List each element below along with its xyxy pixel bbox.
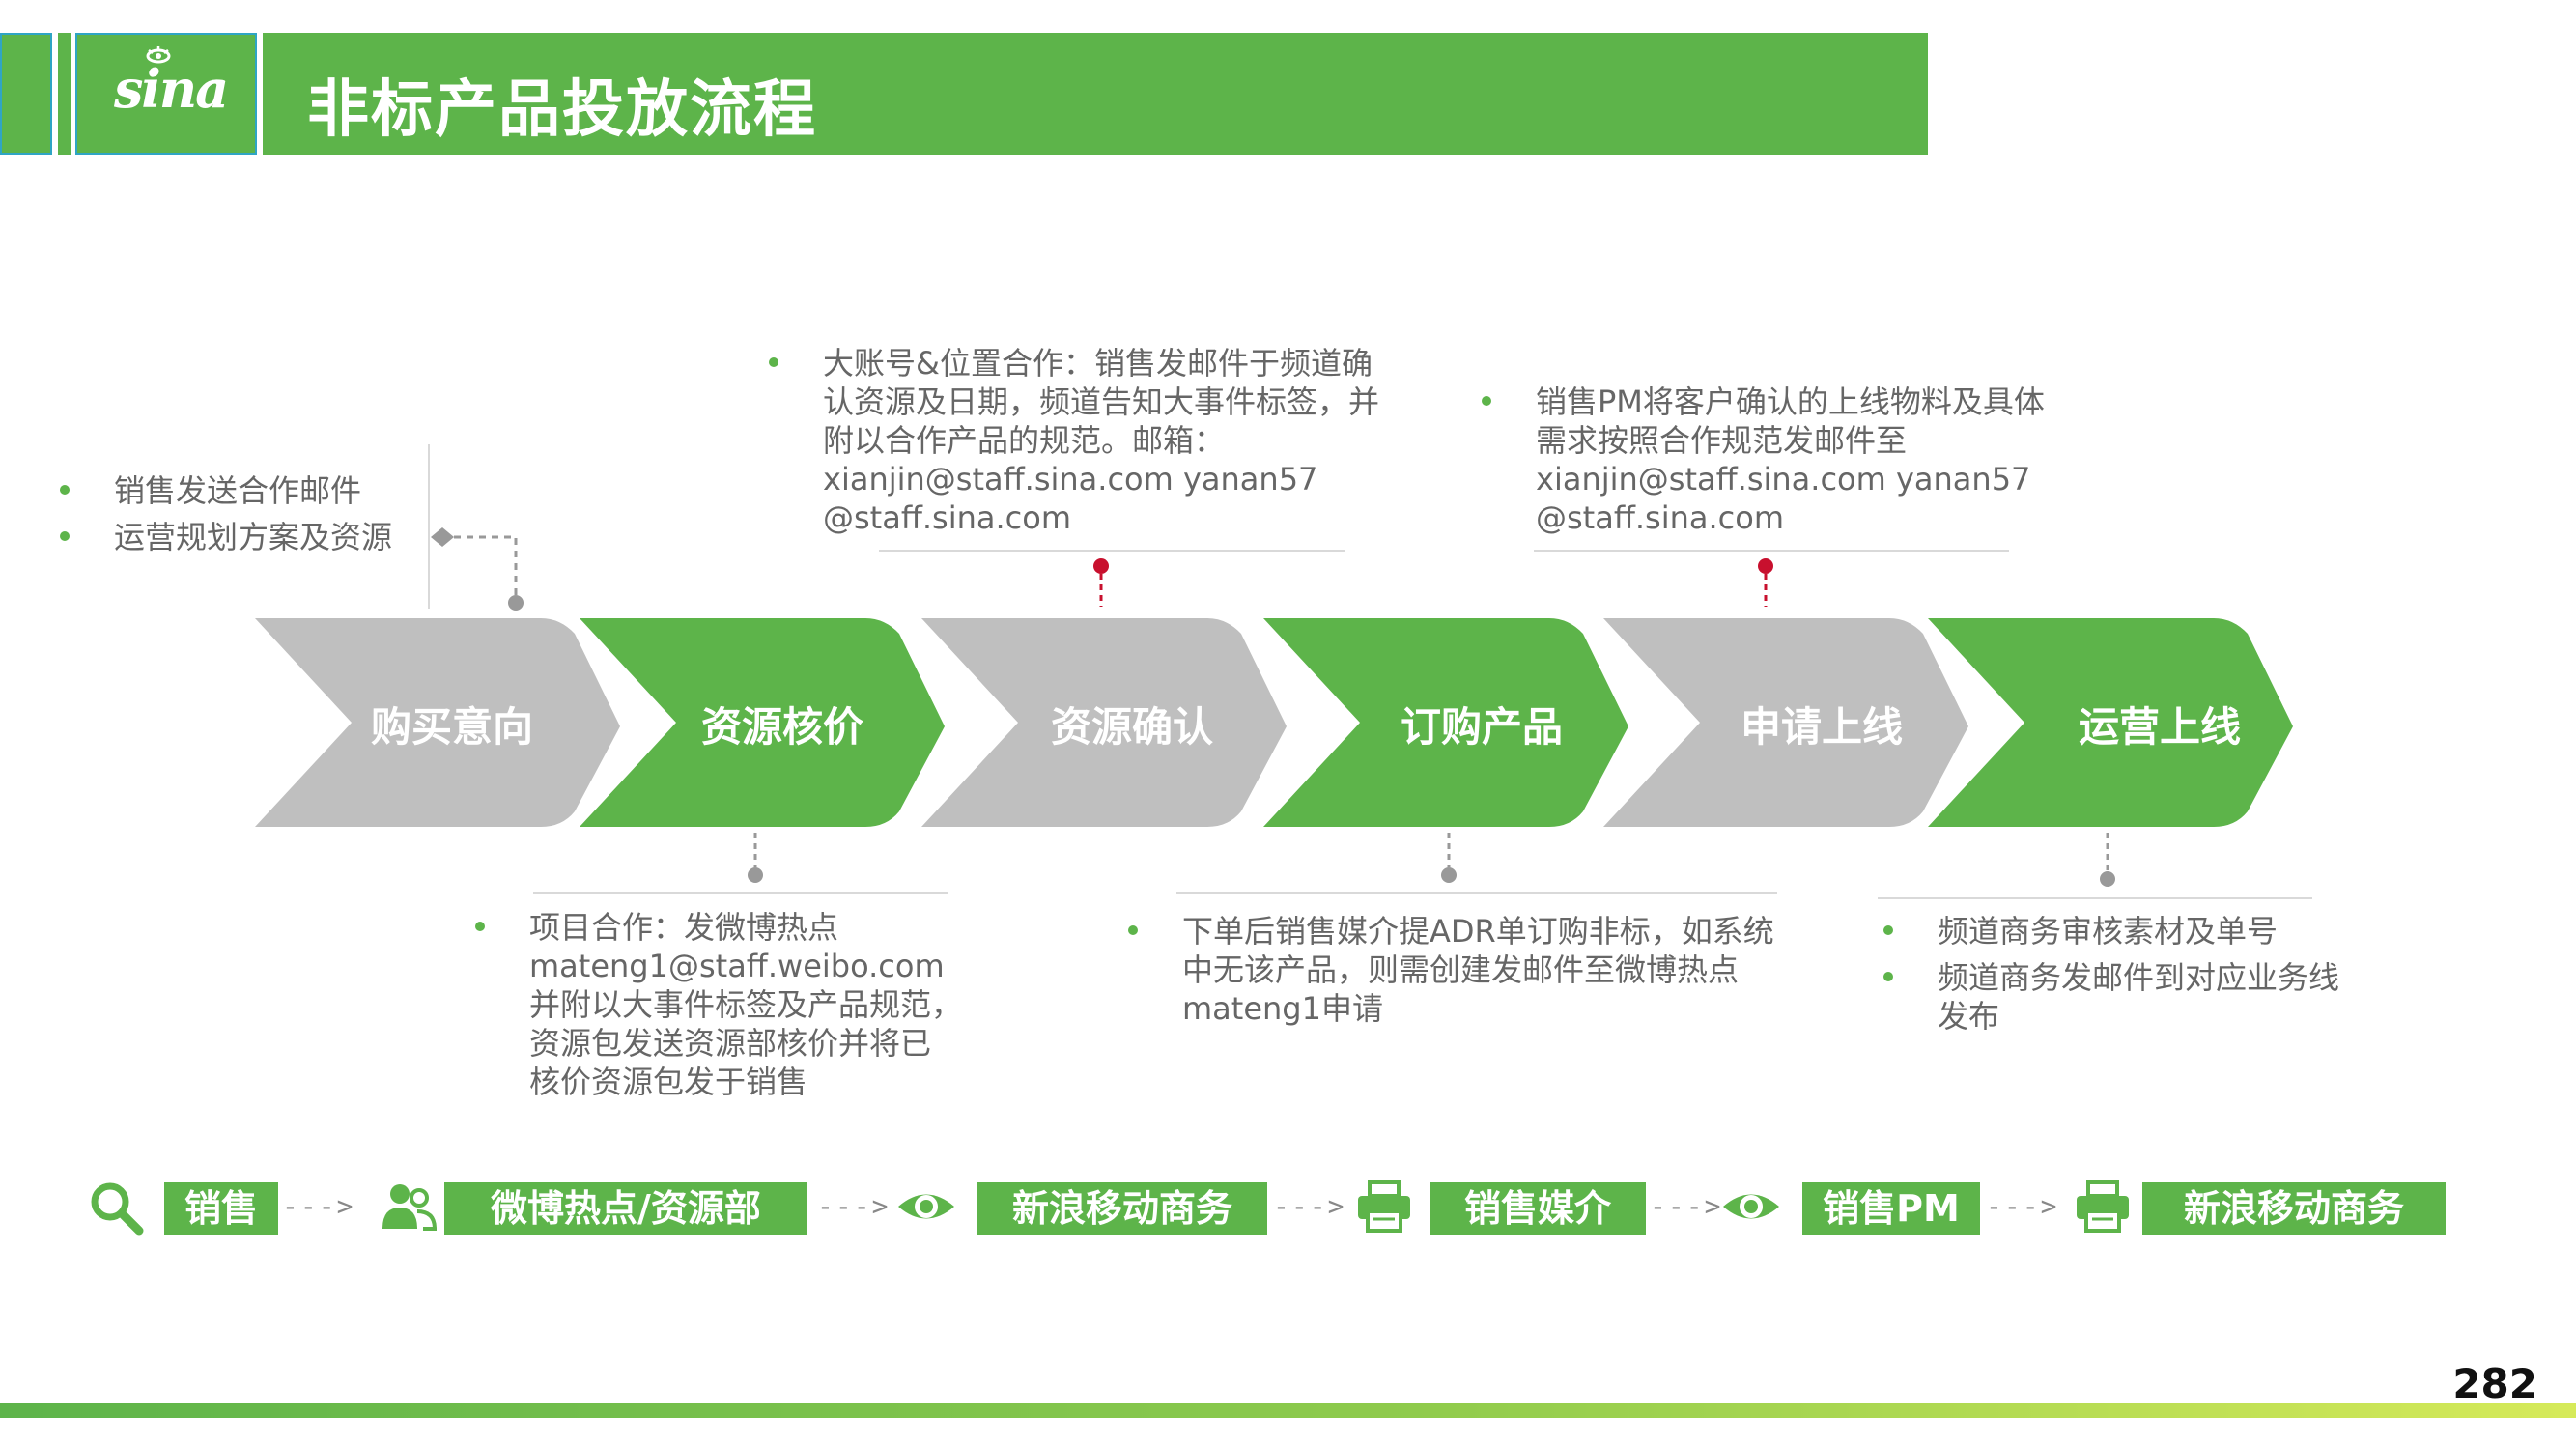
flow-arrow: ---> [1650, 1190, 1723, 1222]
step6-label: 运营上线 [2078, 703, 2241, 751]
flow-arrow: ---> [1273, 1190, 1346, 1222]
chevron-step6 [1928, 618, 2293, 827]
chevron-step2 [580, 618, 945, 827]
eye-icon [898, 1194, 954, 1219]
connector-step2 [748, 833, 763, 883]
note-item: 大账号&位置合作：销售发邮件于频道确 认资源及日期，频道告知大事件标签，并 附以… [769, 344, 1379, 537]
printer-icon [1358, 1180, 1410, 1233]
step4-label: 订购产品 [1400, 703, 1563, 751]
connector-step3 [1093, 558, 1109, 607]
step1-label: 购买意向 [370, 703, 533, 751]
step2-label: 资源核价 [700, 703, 863, 751]
note-step2: 项目合作：发微博热点 mateng1@staff.weibo.com 并附以大事… [475, 908, 962, 1101]
role-weibo-resource: 微博热点/资源部 [444, 1182, 807, 1235]
step5-label: 申请上线 [1740, 703, 1903, 751]
connector-step4 [1441, 833, 1457, 883]
flow-arrow: ---> [817, 1190, 891, 1222]
connector-step1 [431, 527, 524, 611]
printer-icon [2077, 1180, 2129, 1233]
note-step5: 销售PM将客户确认的上线物料及具体 需求按照合作规范发邮件至 xianjin@s… [1482, 383, 2045, 537]
chevron-step1 [255, 618, 620, 827]
note-item: 下单后销售媒介提ADR单订购非标，如系统 中无该产品，则需创建发邮件至微博热点 … [1128, 912, 1774, 1028]
users-icon [382, 1184, 438, 1231]
eye-icon [1723, 1194, 1779, 1219]
connector-step5 [1758, 558, 1773, 607]
connector-step6 [2100, 833, 2115, 887]
note-step3: 大账号&位置合作：销售发邮件于频道确 认资源及日期，频道告知大事件标签，并 附以… [769, 344, 1379, 537]
role-sales-pm: 销售PM [1802, 1182, 1980, 1235]
title-bar [263, 33, 1928, 155]
footer-gradient-bar [0, 1403, 2576, 1418]
flow-arrow: ---> [282, 1190, 355, 1222]
note-item: 频道商务发邮件到对应业务线 发布 [1883, 958, 2339, 1036]
note-step6: 频道商务审核素材及单号 频道商务发邮件到对应业务线 发布 [1883, 912, 2339, 1036]
note-item: 运营规划方案及资源 [60, 518, 392, 556]
role-sales-media: 销售媒介 [1430, 1182, 1646, 1235]
note-item: 销售PM将客户确认的上线物料及具体 需求按照合作规范发邮件至 xianjin@s… [1482, 383, 2045, 537]
header-accent-left [0, 33, 52, 155]
search-icon [91, 1182, 144, 1236]
role-sina-mobile-2: 新浪移动商务 [2142, 1182, 2446, 1235]
flow-arrow: ---> [1986, 1190, 2059, 1222]
sina-eye-icon [146, 46, 171, 64]
chevron-step4 [1263, 618, 1628, 827]
page-number: 282 [2452, 1360, 2537, 1407]
step3-label: 资源确认 [1050, 703, 1213, 751]
sina-logo: sina [114, 58, 229, 120]
logo-box [75, 33, 257, 155]
note-item: 项目合作：发微博热点 mateng1@staff.weibo.com 并附以大事… [475, 908, 962, 1101]
role-sina-mobile: 新浪移动商务 [977, 1182, 1267, 1235]
header-accent-strip [58, 33, 71, 155]
note-item: 频道商务审核素材及单号 [1883, 912, 2339, 951]
role-sales: 销售 [164, 1182, 278, 1235]
chevron-step5 [1603, 618, 1968, 827]
note-step1: 销售发送合作邮件 运营规划方案及资源 [60, 471, 392, 556]
page-title: 非标产品投放流程 [307, 74, 817, 146]
chevron-step3 [921, 618, 1287, 827]
note-item: 销售发送合作邮件 [60, 471, 392, 510]
note-step4: 下单后销售媒介提ADR单订购非标，如系统 中无该产品，则需创建发邮件至微博热点 … [1128, 912, 1774, 1028]
